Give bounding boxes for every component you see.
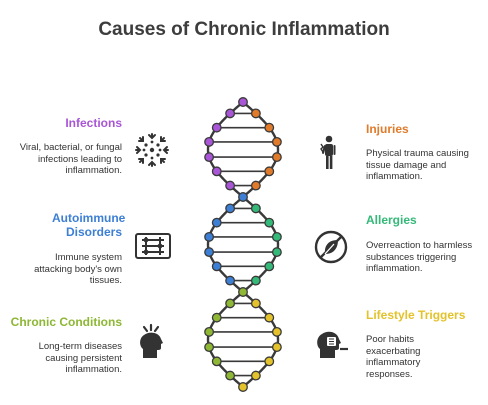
helix-node <box>225 370 236 381</box>
page-title: Causes of Chronic Inflammation <box>98 19 390 40</box>
helix-node <box>204 136 215 147</box>
cause-description: Immune system attacking body's own tissu… <box>34 252 122 286</box>
cause-injuries: Injuries Physical trauma causing tissue … <box>366 122 481 183</box>
cause-description: Long-term diseases causing persistent in… <box>38 341 122 375</box>
helix-node <box>271 136 282 147</box>
helix-node <box>211 312 222 323</box>
cause-heading: Autoimmune Disorders <box>52 211 126 239</box>
helix-node <box>211 261 222 272</box>
helix-node <box>264 356 275 367</box>
helix-node <box>250 108 261 119</box>
helix-node <box>238 382 248 392</box>
cause-description: Physical trauma causing tissue damage an… <box>366 148 469 182</box>
cause-heading: Allergies <box>366 213 417 227</box>
helix-node <box>204 152 215 163</box>
no-leaf-icon <box>311 227 351 267</box>
helix-node <box>204 247 215 258</box>
helix-node <box>238 287 248 297</box>
cause-description: Viral, bacterial, or fungal infections l… <box>19 142 122 176</box>
helix-node <box>250 203 261 214</box>
helix-node <box>250 298 261 309</box>
helix-node <box>225 275 236 286</box>
helix-node <box>225 298 236 309</box>
helix-node <box>211 166 222 177</box>
cause-heading: Injuries <box>366 122 409 136</box>
cause-lifestyle-triggers: Lifestyle Triggers Poor habits exacerbat… <box>366 308 481 380</box>
cause-autoimmune: Autoimmune Disorders Immune system attac… <box>2 211 126 287</box>
helix-node <box>238 97 248 107</box>
stressed-head-icon <box>132 322 172 362</box>
injured-person-icon <box>310 132 350 172</box>
helix-node <box>264 166 275 177</box>
helix-node <box>250 180 261 191</box>
cause-description: Overreaction to harmless substances trig… <box>366 240 473 274</box>
helix-node <box>271 342 282 353</box>
helix-node <box>238 192 248 202</box>
helix-node <box>264 261 275 272</box>
helix-node <box>225 108 236 119</box>
helix-node <box>204 326 215 337</box>
cause-chronic-conditions: Chronic Conditions Long-term diseases ca… <box>0 315 122 376</box>
helix-node <box>250 370 261 381</box>
helix-node <box>211 217 222 228</box>
cause-allergies: Allergies Overreaction to harmless subst… <box>366 213 478 275</box>
helix-node <box>264 122 275 133</box>
circuit-board-icon <box>133 226 173 266</box>
helix-node <box>264 217 275 228</box>
helix-node <box>271 326 282 337</box>
helix-node <box>271 231 282 242</box>
helix-node <box>225 203 236 214</box>
helix-node <box>271 152 282 163</box>
bad-habits-head-icon <box>310 322 350 362</box>
cause-infections: Infections Viral, bacterial, or fungal i… <box>7 116 122 177</box>
helix-node <box>225 180 236 191</box>
helix-node <box>211 122 222 133</box>
helix-node <box>264 312 275 323</box>
cause-heading: Infections <box>65 116 122 130</box>
cause-heading: Chronic Conditions <box>10 315 122 329</box>
helix-node <box>211 356 222 367</box>
helix-node <box>271 247 282 258</box>
helix-node <box>250 275 261 286</box>
cause-description: Poor habits exacerbating inflammatory re… <box>366 334 421 380</box>
helix-node <box>204 342 215 353</box>
cause-heading: Lifestyle Triggers <box>366 308 466 322</box>
virus-icon <box>132 130 172 170</box>
helix-node <box>204 231 215 242</box>
